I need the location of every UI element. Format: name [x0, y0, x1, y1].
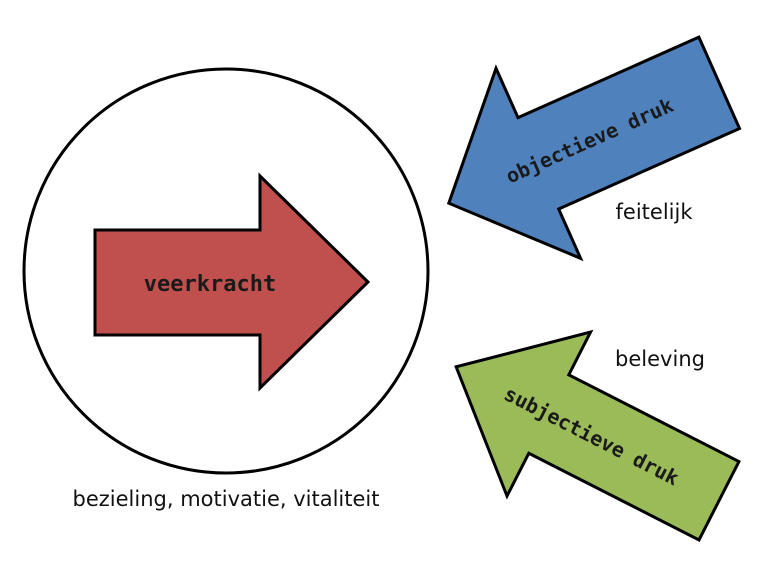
veerkracht-arrow: veerkracht	[93, 172, 371, 392]
beleving-note: beleving	[615, 347, 705, 371]
subjectieve-druk-arrow-shape	[454, 329, 741, 542]
objectieve-druk-arrow-shape	[446, 35, 742, 262]
veerkracht-arrow-shape	[93, 172, 371, 392]
objectieve-druk-arrow: objectieve druk	[446, 35, 742, 262]
veerkracht-label: veerkracht	[144, 272, 276, 297]
subjectieve-druk-arrow: subjectieve druk	[454, 329, 741, 542]
circle-caption: bezieling, motivatie, vitaliteit	[73, 487, 380, 511]
feitelijk-note: feitelijk	[616, 200, 694, 224]
